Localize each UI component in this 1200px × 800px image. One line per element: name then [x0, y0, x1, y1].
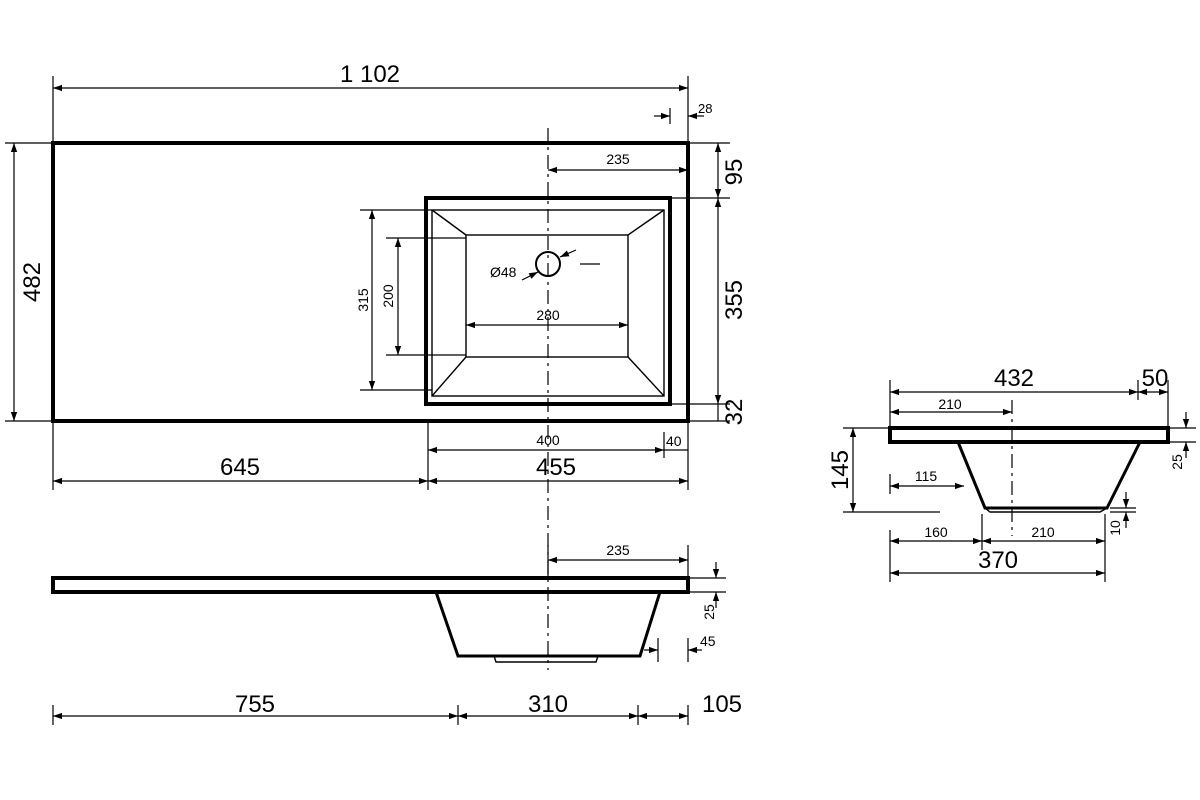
dim-side-front-segment: 160: [924, 524, 948, 540]
dim-overall-width: 1 102: [340, 61, 400, 88]
dim-inner-depth: 315: [355, 288, 371, 312]
dim-side-bottom-thickness: 10: [1107, 520, 1123, 536]
dim-bowl-side-offset: 40: [666, 433, 682, 449]
dim-drain-width: 280: [536, 307, 560, 323]
dim-left-section: 645: [220, 454, 260, 481]
dim-front-slab-thickness: 25: [701, 604, 717, 620]
dim-side-slab-thickness: 25: [1169, 454, 1185, 470]
bowl-corner-line: [627, 356, 665, 397]
countertop-slab: [51, 576, 690, 594]
dim-edge-offset: 28: [698, 101, 712, 116]
dim-drain-depth: 200: [380, 284, 396, 308]
dim-front-center-offset: 235: [606, 542, 630, 558]
dim-bowl-section: 455: [536, 454, 576, 481]
drain-profile: [493, 655, 599, 663]
bowl-corner-line: [431, 356, 467, 397]
countertop-outline: [51, 141, 690, 423]
dim-right-segment: 105: [702, 691, 742, 718]
dim-side-bottom-offset: 115: [915, 468, 938, 484]
dim-side-center-offset: 210: [938, 396, 962, 412]
side-view: 432 50 210 145 25 115 10: [827, 365, 1196, 582]
front-view: 235 25 45 755 310 105: [51, 542, 742, 725]
dim-side-rear-segment: 210: [1031, 524, 1055, 540]
dim-left-segment: 755: [235, 691, 275, 718]
dim-bowl-inner-width: 400: [536, 432, 560, 448]
leader-line: [559, 249, 577, 258]
dim-side-overall-depth: 432: [994, 365, 1034, 392]
bowl-bottom: [465, 234, 629, 358]
bowl-profile: [434, 591, 662, 658]
bowl-corner-line: [627, 209, 665, 236]
dim-overall-depth: 482: [19, 262, 46, 302]
dim-side-bowl-depth: 370: [978, 547, 1018, 574]
leader-line: [521, 271, 539, 281]
side-slab: [888, 426, 1170, 444]
side-drain-profile: [984, 507, 1108, 513]
dim-bowl-back-offset: 32: [721, 399, 748, 426]
dim-bowl-center-offset: 235: [606, 151, 630, 167]
dim-bowl-front-offset: 95: [721, 159, 748, 186]
dim-side-height: 145: [827, 450, 854, 490]
dim-side-back-offset: 50: [1142, 365, 1169, 392]
bowl-corner-line: [431, 209, 467, 236]
dim-bowl-segment: 310: [528, 691, 568, 718]
dim-bowl-depth: 355: [721, 280, 748, 320]
side-bowl-profile: [956, 441, 1142, 510]
dim-front-side-offset: 45: [700, 633, 716, 649]
dim-drain-diameter: Ø48: [490, 264, 517, 280]
